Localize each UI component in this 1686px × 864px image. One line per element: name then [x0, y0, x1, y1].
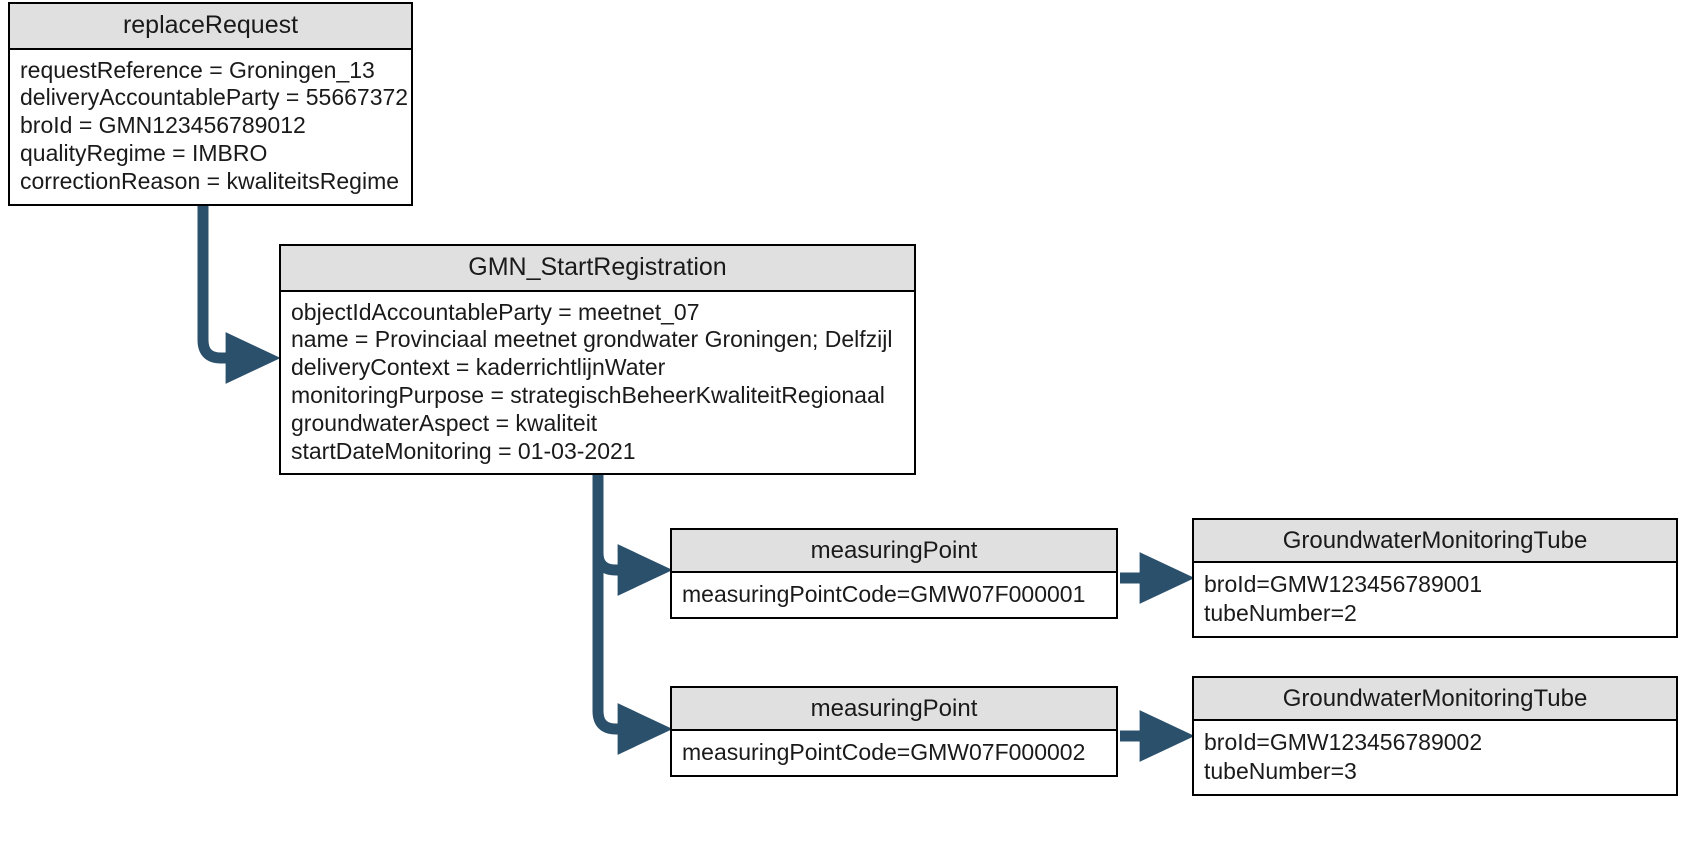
attribute-row: measuringPointCode=GMW07F000001 — [682, 581, 1086, 608]
uml-box-body-measuring-point-2: measuringPointCode=GMW07F000002 — [672, 731, 1116, 776]
uml-box-measuring-point-1[interactable]: measuringPoint measuringPointCode=GMW07F… — [670, 528, 1118, 620]
attribute-row: measuringPointCode=GMW07F000002 — [682, 739, 1086, 766]
attribute-row: objectIdAccountableParty = meetnet_07 — [291, 298, 700, 325]
uml-box-body-measuring-point-1: measuringPointCode=GMW07F000001 — [672, 573, 1116, 618]
uml-box-body-groundwater-monitoring-tube-2: broId=GMW123456789002 tubeNumber=3 — [1194, 721, 1676, 795]
connector-replacerequest-to-gmnstartregistration — [197, 200, 281, 384]
uml-box-groundwater-monitoring-tube-1[interactable]: GroundwaterMonitoringTube broId=GMW12345… — [1192, 518, 1678, 639]
attribute-row: groundwaterAspect = kwaliteit — [291, 409, 598, 436]
attribute-row: tubeNumber=2 — [1204, 600, 1357, 627]
attribute-row: tubeNumber=3 — [1204, 758, 1357, 785]
uml-box-replace-request[interactable]: replaceRequest requestReference = Gronin… — [8, 2, 413, 206]
uml-box-body-gmn-start-registration: objectIdAccountableParty = meetnet_07 na… — [281, 291, 914, 474]
attribute-row: name = Provinciaal meetnet grondwater Gr… — [291, 326, 893, 353]
uml-box-body-groundwater-monitoring-tube-1: broId=GMW123456789001 tubeNumber=2 — [1194, 563, 1676, 637]
attribute-row: qualityRegime = IMBRO — [20, 139, 268, 166]
uml-box-measuring-point-2[interactable]: measuringPoint measuringPointCode=GMW07F… — [670, 686, 1118, 778]
attribute-row: deliveryAccountableParty = 55667372 — [20, 84, 409, 111]
attribute-row: broId=GMW123456789001 — [1204, 571, 1483, 598]
uml-box-header-measuring-point-2: measuringPoint — [672, 688, 1116, 732]
uml-box-header-groundwater-monitoring-tube-2: GroundwaterMonitoringTube — [1194, 678, 1676, 722]
attribute-row: broId = GMN123456789012 — [20, 112, 306, 139]
connector-gmnstartregistration-to-measuringpoint2 — [592, 470, 673, 755]
attribute-row: monitoringPurpose = strategischBeheerKwa… — [291, 381, 885, 408]
uml-box-groundwater-monitoring-tube-2[interactable]: GroundwaterMonitoringTube broId=GMW12345… — [1192, 676, 1678, 797]
attribute-row: requestReference = Groningen_13 — [20, 56, 375, 83]
attribute-row: startDateMonitoring = 01-03-2021 — [291, 437, 636, 464]
connector-gmnstartregistration-to-measuringpoint1 — [592, 470, 673, 596]
uml-box-gmn-start-registration[interactable]: GMN_StartRegistration objectIdAccountabl… — [279, 244, 916, 476]
uml-box-header-replace-request: replaceRequest — [10, 4, 411, 50]
uml-box-header-gmn-start-registration: GMN_StartRegistration — [281, 246, 914, 292]
attribute-row: deliveryContext = kaderrichtlijnWater — [291, 354, 666, 381]
attribute-row: correctionReason = kwaliteitsRegime — [20, 167, 400, 194]
uml-box-body-replace-request: requestReference = Groningen_13 delivery… — [10, 49, 411, 204]
attribute-row: broId=GMW123456789002 — [1204, 729, 1483, 756]
uml-box-header-measuring-point-1: measuringPoint — [672, 530, 1116, 574]
uml-box-header-groundwater-monitoring-tube-1: GroundwaterMonitoringTube — [1194, 520, 1676, 564]
